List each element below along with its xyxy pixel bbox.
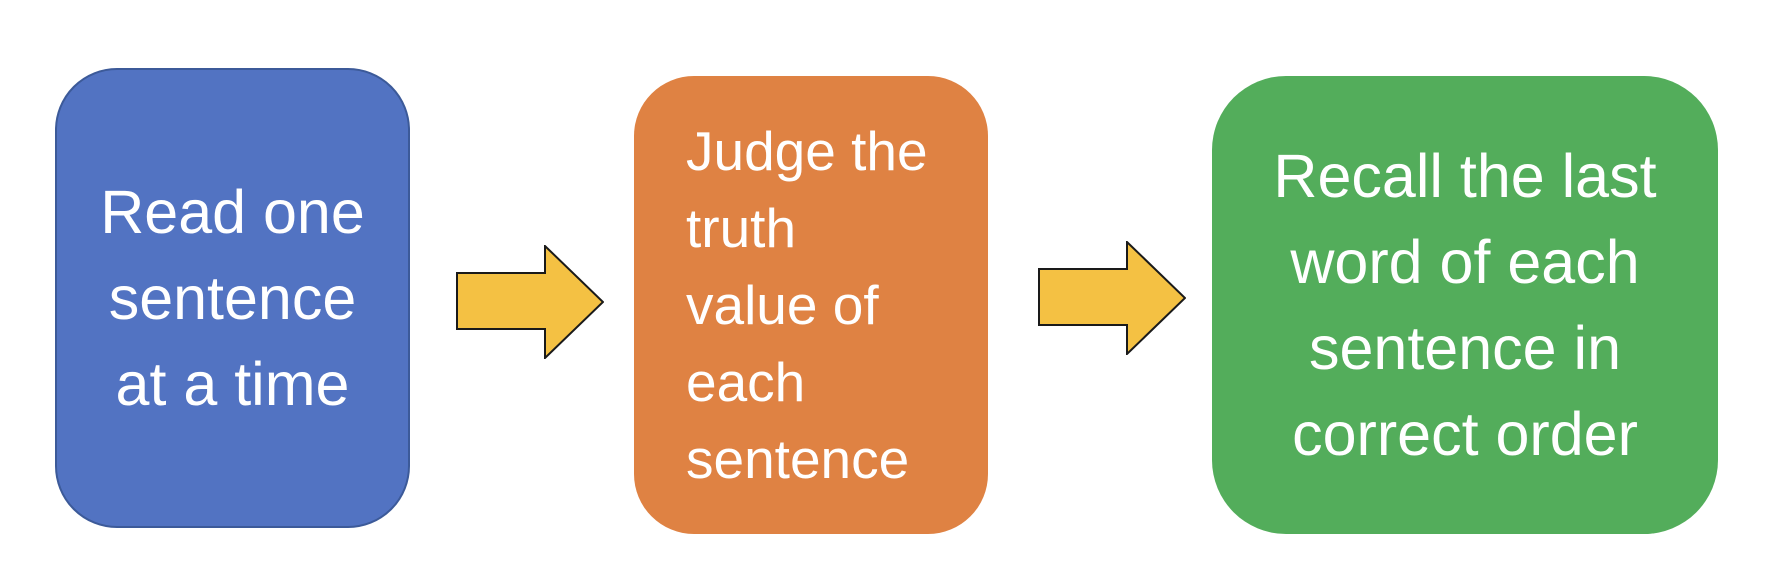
step-read-text-line: Read one: [100, 178, 365, 246]
step-read-text-line: sentence: [108, 264, 357, 332]
step-judge-text-line: Judge the: [686, 119, 928, 182]
step-recall-text-line: word of each: [1290, 228, 1640, 296]
step-judge-text-line: value of: [686, 273, 879, 336]
arrow-1-shape: [456, 245, 604, 359]
right-arrow-icon: [1038, 241, 1186, 355]
step-judge-text-line: sentence: [686, 427, 910, 490]
step-recall-text-line: Recall the last: [1273, 142, 1657, 210]
step-judge-text-line: truth: [686, 196, 797, 259]
arrow-2-shape: [1038, 241, 1186, 355]
step-recall-text-line: sentence in: [1309, 314, 1621, 382]
step-recall-text-line: correct order: [1292, 400, 1638, 468]
step-recall-box: Recall the last word of each sentence in…: [1212, 76, 1718, 534]
step-judge-text-line: each: [686, 350, 806, 413]
step-judge-box: Judge the truth value of each sentence: [634, 76, 988, 534]
right-arrow-icon: [456, 245, 604, 359]
step-read-text-line: at a time: [115, 350, 350, 418]
step-read-box: Read one sentence at a time: [55, 68, 410, 528]
